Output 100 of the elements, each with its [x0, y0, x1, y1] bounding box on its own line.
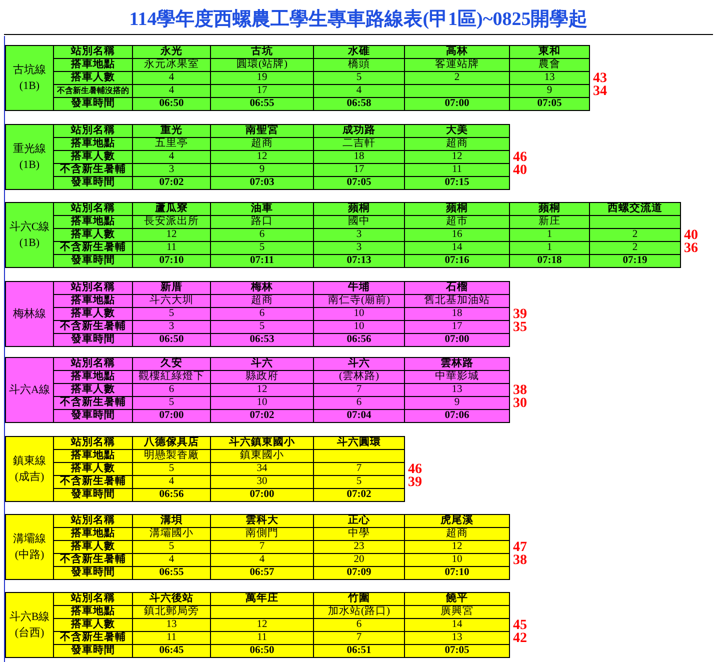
table-cell: 超商 [210, 138, 314, 150]
table-cell: 07:06 [404, 410, 510, 422]
row-header-cell: 不含新生暑輔沒搭的 [54, 84, 132, 98]
table-cell: 4 [210, 554, 314, 566]
route-name-cell: 斗六B線 (台西) [6, 592, 54, 658]
table-cell: 2 [404, 72, 510, 84]
table-cell: 07:00 [404, 334, 510, 346]
table-cell: 3 [314, 228, 404, 242]
table-cell: 斗六 [314, 358, 404, 370]
table-cell: 圓環(站牌) [210, 58, 314, 72]
table-cell: 6 [210, 228, 314, 242]
table-cell: 長安派出所 [132, 216, 210, 228]
route-name-cell: 鎮東線 (成吉) [6, 436, 54, 502]
table-cell: 5 [314, 476, 404, 488]
table-cell: 7 [314, 384, 404, 396]
table-cell: 萬年庄 [210, 592, 314, 606]
table-cell: 斗六大圳 [132, 294, 210, 308]
table-cell: 11 [404, 164, 510, 176]
table-cell: 07:15 [404, 176, 510, 190]
table-cell: 13 [404, 632, 510, 644]
table-cell: 07:18 [510, 254, 590, 268]
table-cell: 17 [314, 164, 404, 176]
table-cell: 10 [210, 396, 314, 410]
route-name-cell: 古坑線 (1B) [6, 46, 54, 110]
table-cell: 10 [314, 308, 404, 320]
table-cell: 永光 [132, 46, 210, 58]
table-cell: 4 [132, 476, 210, 488]
table-cell: 3 [132, 320, 210, 334]
row-header-cell: 不含新生暑輔 [54, 320, 132, 334]
table-cell: 路口 [210, 216, 314, 228]
table-cell: 二吉軒 [314, 138, 404, 150]
table-cell: 12 [404, 150, 510, 164]
table-cell: 07:00 [404, 98, 510, 110]
table-cell: 5 [132, 396, 210, 410]
total-count: 45 [513, 619, 527, 632]
table-cell: 牛埔 [314, 282, 404, 294]
table-cell: 06:56 [314, 334, 404, 346]
table-cell: 水碓 [314, 46, 404, 58]
total-count: 38 [513, 384, 527, 397]
table-cell: 07:09 [314, 566, 404, 580]
table-cell: 超商 [404, 138, 510, 150]
table-cell: 廣興宮 [404, 606, 510, 618]
table-cell: 11 [132, 242, 210, 254]
table-cell: 06:55 [132, 566, 210, 580]
table-cell: 13 [132, 618, 210, 632]
table-cell: 4 [132, 84, 210, 98]
table-cell: 18 [404, 308, 510, 320]
table-cell: 超市 [404, 216, 510, 228]
table-cell: 梅林 [210, 282, 314, 294]
table-cell: 饒平 [404, 592, 510, 606]
table-cell: 11 [132, 632, 210, 644]
table-cell: 4 [132, 72, 210, 84]
table-cell: 客運站牌 [404, 58, 510, 72]
table-cell: 9 [510, 84, 590, 98]
table-cell: 鎮北郵局旁 [132, 606, 210, 618]
table-cell: 5 [132, 462, 210, 476]
total-count: 36 [684, 242, 698, 255]
table-cell: 6 [314, 618, 404, 632]
row-header-cell: 不含新生暑輔 [54, 554, 132, 566]
table-cell: 14 [404, 242, 510, 254]
table-cell: 蘋桐 [314, 202, 404, 216]
table-cell: 蘋桐 [510, 202, 590, 216]
table-cell: 5 [210, 242, 314, 254]
table-cell: 34 [210, 462, 314, 476]
table-cell: 07:10 [132, 254, 210, 268]
table-cell: 蘋桐 [404, 202, 510, 216]
table-cell: (雲林路) [314, 370, 404, 384]
table-cell: 超商 [404, 528, 510, 540]
table-cell: 國中 [314, 216, 404, 228]
table-cell: 3 [314, 242, 404, 254]
total-count: 30 [513, 397, 527, 410]
table-cell: 中學 [314, 528, 404, 540]
table-cell: 07:05 [314, 176, 404, 190]
table-cell: 鎮東國小 [210, 450, 314, 462]
table-cell: 蘆瓜寮 [132, 202, 210, 216]
table-cell: 10 [404, 554, 510, 566]
title: 114學年度西螺農工學生專車路線表(甲1區)~0825開學起 [129, 9, 588, 30]
table-cell: 5 [314, 72, 404, 84]
table-cell: 農會 [510, 58, 590, 72]
table-cell: 溝壩國小 [132, 528, 210, 540]
table-cell: 20 [314, 554, 404, 566]
table-cell: 加水站(路口) [314, 606, 404, 618]
table-cell: 07:00 [132, 410, 210, 422]
table-cell: 溝垻 [132, 514, 210, 528]
table-cell: 4 [132, 150, 210, 164]
table-cell: 12 [404, 540, 510, 554]
table-cell: 30 [210, 476, 314, 488]
table-cell: 07:05 [510, 98, 590, 110]
table-cell: 橋頭 [314, 58, 404, 72]
total-count: 40 [684, 229, 698, 242]
table-cell: 成功路 [314, 124, 404, 138]
total-count: 40 [513, 164, 527, 177]
table-cell: 06:50 [132, 98, 210, 110]
table-cell: 18 [314, 150, 404, 164]
table-cell: 斗六 [210, 358, 314, 370]
table-cell: 南仁寺(廟前) [314, 294, 404, 308]
table-cell: 9 [404, 396, 510, 410]
total-count: 38 [513, 554, 527, 567]
table-cell: 07:10 [404, 566, 510, 580]
table-cell: 19 [210, 72, 314, 84]
